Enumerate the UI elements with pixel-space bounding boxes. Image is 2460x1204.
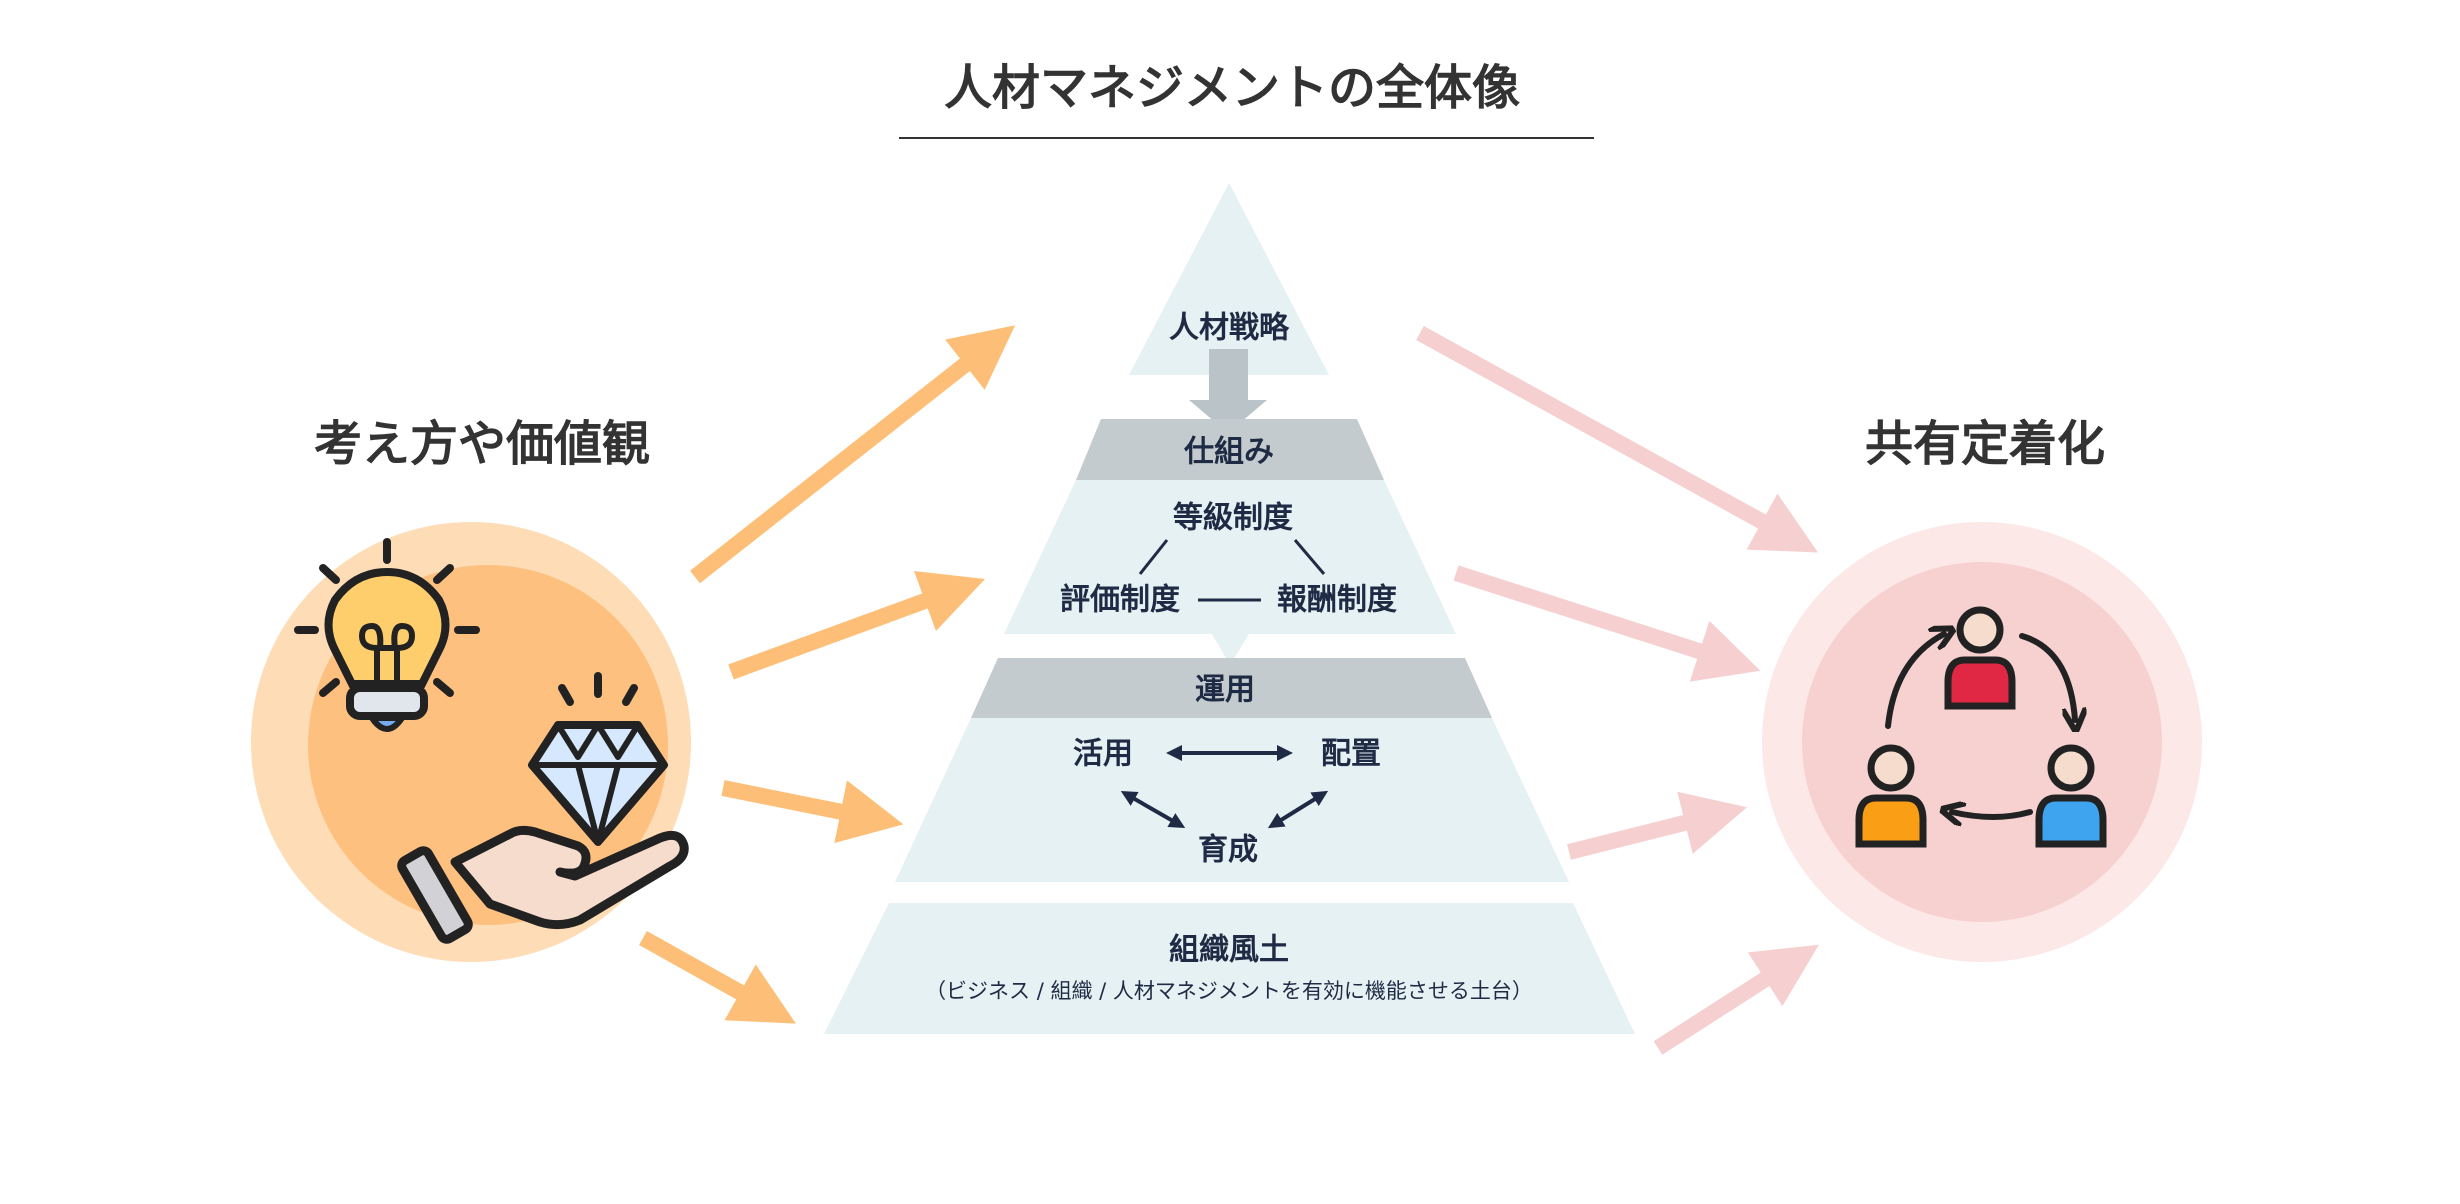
person-icon-top (1944, 606, 2016, 710)
pyramid-tier-strategy (1129, 183, 1329, 375)
pink-arrow-3 (1567, 791, 1748, 860)
output-arrows (1416, 325, 1819, 1055)
pink-arrow-4 (1653, 944, 1819, 1055)
diamond-icon (528, 672, 668, 846)
hand-icon (397, 825, 689, 944)
person-icon-right (2035, 744, 2107, 848)
grade-system-label: 等級制度 (1173, 501, 1293, 536)
pyramid-tier-mechanism (1004, 480, 1456, 634)
sharing-illustration (1762, 522, 2202, 962)
person-icon-left (1855, 744, 1927, 848)
values-illustration (251, 522, 691, 962)
development-label: 育成 (1198, 833, 1258, 868)
utilization-label: 活用 (1073, 737, 1133, 772)
input-arrows (639, 325, 1016, 1024)
band-operation (971, 658, 1492, 718)
operation-band-label: 運用 (1195, 673, 1255, 708)
system-connectors (1138, 539, 1326, 602)
lightbulb-icon (294, 538, 480, 732)
compensation-system-label: 報酬制度 (1277, 583, 1397, 618)
orange-arrow-2 (728, 570, 986, 680)
orange-arrow-4 (639, 931, 796, 1024)
orange-arrow-3 (721, 780, 904, 844)
pyramid: 人材戦略 仕組み 等級制度 評価制度 報酬制度 運用 活用 配置 育成 組織風土… (824, 183, 1635, 1034)
band-mechanism (1076, 419, 1384, 480)
pink-arrow-1 (1416, 325, 1819, 553)
down-arrow-icon (1189, 349, 1267, 433)
pyramid-tier-culture (824, 903, 1635, 1034)
pink-arrow-2 (1453, 565, 1761, 682)
mechanism-band-label: 仕組み (1183, 435, 1274, 470)
culture-label: 組織風土 (1169, 933, 1289, 968)
right-heading: 共有定着化 (1865, 416, 2105, 472)
strategy-label: 人材戦略 (1169, 311, 1290, 346)
page-title: 人材マネジメントの全体像 (944, 60, 1520, 116)
evaluation-system-label: 評価制度 (1060, 583, 1180, 618)
pyramid-tier-operation (895, 718, 1569, 882)
left-heading: 考え方や価値観 (314, 416, 650, 472)
placement-label: 配置 (1321, 737, 1381, 772)
culture-note: （ビジネス / 組織 / 人材マネジメントを有効に機能させる土台） (925, 979, 1533, 1003)
operation-cycle-arrows (1120, 745, 1329, 829)
notch-arrow (1212, 634, 1249, 665)
orange-arrow-1 (690, 325, 1016, 584)
cycle-arrows-icon (1885, 634, 2075, 817)
